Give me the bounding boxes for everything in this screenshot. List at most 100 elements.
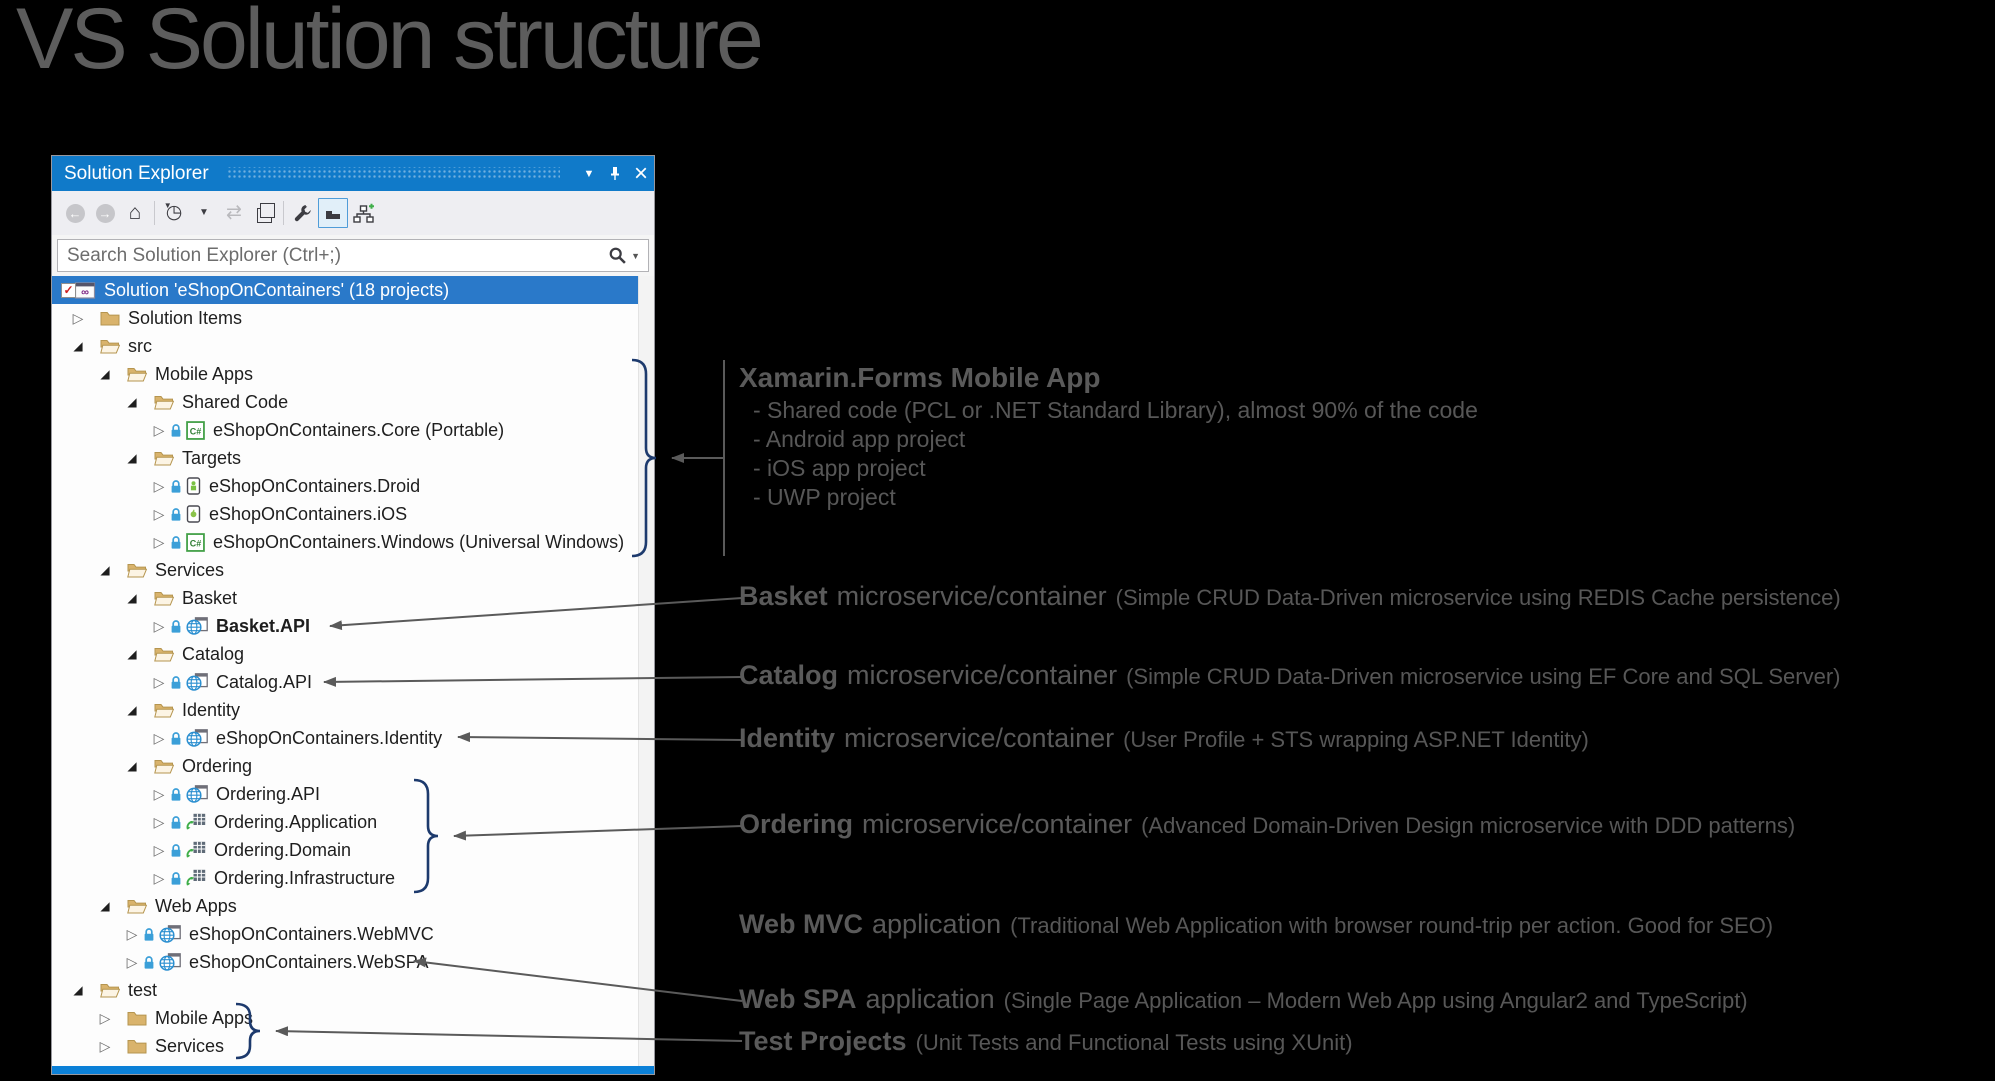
tree-row[interactable]: ▷eShopOnContainers.WebSPA bbox=[52, 948, 654, 976]
tree-row[interactable]: ◢Catalog bbox=[52, 640, 654, 668]
home-icon[interactable]: ⌂ bbox=[128, 201, 142, 224]
lock-icon bbox=[170, 507, 182, 522]
tree-row[interactable]: ◢Targets bbox=[52, 444, 654, 472]
chevron-collapsed-icon[interactable]: ▷ bbox=[126, 953, 138, 970]
chevron-expanded-icon[interactable]: ◢ bbox=[127, 591, 137, 605]
chevron-expanded-icon[interactable]: ◢ bbox=[127, 703, 137, 717]
chevron-collapsed-icon[interactable]: ▷ bbox=[99, 1037, 111, 1054]
chevron-collapsed-icon[interactable]: ▷ bbox=[153, 533, 165, 550]
callout-lead: Web SPA bbox=[739, 984, 857, 1014]
chevron-expanded-icon[interactable]: ◢ bbox=[100, 563, 110, 577]
tree-row[interactable]: ▷Mobile Apps bbox=[52, 1004, 654, 1032]
callout-lead: Test Projects bbox=[739, 1026, 907, 1056]
folder-open-icon bbox=[100, 339, 120, 354]
tree-row[interactable]: ◢Mobile Apps bbox=[52, 360, 654, 388]
tree-row[interactable]: ▷Ordering.API bbox=[52, 780, 654, 808]
search-row: ▼ bbox=[52, 235, 654, 276]
tree-row[interactable]: ◢test bbox=[52, 976, 654, 1004]
tree-row[interactable]: ▷eShopOnContainers.Identity bbox=[52, 724, 654, 752]
chevron-collapsed-icon[interactable]: ▷ bbox=[99, 1009, 111, 1026]
tree-row[interactable]: ▷eShopOnContainers.Droid bbox=[52, 472, 654, 500]
checked-checkbox-icon[interactable]: ✓ bbox=[61, 282, 76, 298]
properties-wrench-icon[interactable] bbox=[288, 197, 318, 229]
android-icon bbox=[186, 477, 201, 495]
tree-row[interactable]: ◢Web Apps bbox=[52, 892, 654, 920]
tree-row[interactable]: ▷Catalog.API bbox=[52, 668, 654, 696]
callout-paren: (Unit Tests and Functional Tests using X… bbox=[915, 1030, 1353, 1055]
chevron-expanded-icon[interactable]: ◢ bbox=[73, 339, 83, 353]
chevron-collapsed-icon[interactable]: ▷ bbox=[153, 505, 165, 522]
callout-lead: Ordering bbox=[739, 809, 854, 839]
search-box[interactable]: ▼ bbox=[57, 239, 649, 272]
window-position-menu-button[interactable]: ▼ bbox=[583, 167, 595, 180]
chevron-expanded-icon[interactable]: ◢ bbox=[127, 759, 137, 773]
toolbar-separator bbox=[283, 201, 284, 225]
chevron-collapsed-icon[interactable]: ▷ bbox=[153, 729, 165, 746]
tree-row[interactable]: ◢Services bbox=[52, 556, 654, 584]
tree-row[interactable]: ◢Shared Code bbox=[52, 388, 654, 416]
chevron-expanded-icon[interactable]: ◢ bbox=[100, 367, 110, 381]
history-filter-icon[interactable]: ◷▼ bbox=[163, 201, 183, 223]
vertical-scrollbar[interactable] bbox=[638, 276, 654, 1066]
tree-row[interactable]: ◢src bbox=[52, 332, 654, 360]
tree-item-label: Basket bbox=[182, 587, 238, 608]
search-icon[interactable] bbox=[608, 246, 627, 265]
tree-row[interactable]: ▷eShopOnContainers.iOS bbox=[52, 500, 654, 528]
chevron-expanded-icon[interactable]: ◢ bbox=[100, 899, 110, 913]
callout-paren: (Advanced Domain-Driven Design microserv… bbox=[1141, 813, 1796, 838]
tree-item-label: Services bbox=[155, 1035, 225, 1056]
callout-lead: Catalog bbox=[739, 660, 839, 690]
solution-explorer-titlebar[interactable]: Solution Explorer ▼ × bbox=[52, 156, 654, 191]
callout-mid: microservice/container bbox=[847, 660, 1118, 690]
panel-bottom-accent bbox=[52, 1066, 654, 1074]
chevron-collapsed-icon[interactable]: ▷ bbox=[153, 477, 165, 494]
search-options-caret-icon[interactable]: ▼ bbox=[631, 250, 640, 261]
tree-row[interactable]: ▷Ordering.Infrastructure bbox=[52, 864, 654, 892]
chevron-collapsed-icon[interactable]: ▷ bbox=[153, 869, 165, 886]
chevron-collapsed-icon[interactable]: ▷ bbox=[126, 925, 138, 942]
callout-paren: (Single Page Application – Modern Web Ap… bbox=[1003, 988, 1748, 1013]
callout-test: Test Projects (Unit Tests and Functional … bbox=[739, 1026, 1353, 1060]
tree-row[interactable]: ▷C#eShopOnContainers.Windows (Universal … bbox=[52, 528, 654, 556]
chevron-collapsed-icon[interactable]: ▷ bbox=[72, 309, 84, 326]
tree-row[interactable]: ▷Solution Items bbox=[52, 304, 654, 332]
back-icon[interactable]: ← bbox=[60, 197, 90, 229]
chevron-collapsed-icon[interactable]: ▷ bbox=[153, 785, 165, 802]
chevron-collapsed-icon[interactable]: ▷ bbox=[153, 673, 165, 690]
tree-row[interactable]: ▷Ordering.Domain bbox=[52, 836, 654, 864]
tree-row[interactable]: ▷Basket.API bbox=[52, 612, 654, 640]
sync-icon[interactable]: ⇄ bbox=[226, 202, 242, 223]
search-input[interactable] bbox=[58, 244, 609, 267]
pin-button[interactable] bbox=[602, 160, 628, 188]
page-title: VS Solution structure bbox=[16, 0, 764, 87]
show-all-files-icon[interactable] bbox=[249, 197, 279, 229]
chevron-expanded-icon[interactable]: ◢ bbox=[127, 647, 137, 661]
callout-paren: (User Profile + STS wrapping ASP.NET Ide… bbox=[1123, 727, 1589, 752]
collapse-all-icon[interactable] bbox=[318, 197, 348, 229]
web-icon bbox=[186, 729, 208, 747]
chevron-expanded-icon[interactable]: ◢ bbox=[127, 395, 137, 409]
chevron-collapsed-icon[interactable]: ▷ bbox=[153, 813, 165, 830]
tree-row[interactable]: ▷C#eShopOnContainers.Core (Portable) bbox=[52, 416, 654, 444]
tree-row[interactable]: ▷ Services bbox=[52, 1032, 654, 1060]
forward-icon[interactable]: → bbox=[90, 197, 120, 229]
close-button[interactable]: × bbox=[633, 159, 648, 187]
callout-paren: (Simple CRUD Data-Driven microservice us… bbox=[1115, 585, 1841, 610]
tree-row[interactable]: ◢Identity bbox=[52, 696, 654, 724]
tree-row[interactable]: ∞✓Solution 'eShopOnContainers' (18 proje… bbox=[52, 276, 654, 304]
lock-icon bbox=[170, 423, 182, 438]
tree-row[interactable]: ▷eShopOnContainers.WebMVC bbox=[52, 920, 654, 948]
chevron-collapsed-icon[interactable]: ▷ bbox=[153, 841, 165, 858]
web-icon bbox=[186, 673, 208, 691]
history-dropdown-icon[interactable]: ▼ bbox=[199, 207, 209, 218]
tree-row[interactable]: ▷Ordering.Application bbox=[52, 808, 654, 836]
chevron-collapsed-icon[interactable]: ▷ bbox=[153, 617, 165, 634]
tree-row[interactable]: ◢Ordering bbox=[52, 752, 654, 780]
tree-row[interactable]: ◢ Basket bbox=[52, 584, 654, 612]
chevron-collapsed-icon[interactable]: ▷ bbox=[153, 421, 165, 438]
chevron-expanded-icon[interactable]: ◢ bbox=[127, 451, 137, 465]
chevron-expanded-icon[interactable]: ◢ bbox=[73, 983, 83, 997]
solution-diagram-icon[interactable] bbox=[348, 197, 378, 229]
